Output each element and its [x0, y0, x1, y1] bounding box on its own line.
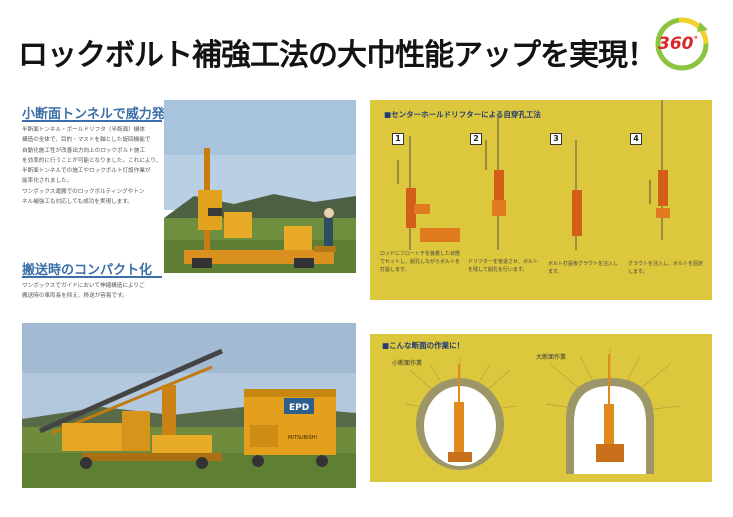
section-body-compact: ワンボックスでガイドにおいて伸縮構造によりご 搬送時の車両長を抑え、移送が容易で…: [22, 281, 162, 302]
body-line: ネル補強工も対応しても成功を実現します。: [22, 199, 133, 206]
step-number-4: 4: [630, 133, 642, 145]
section-body-small-tunnel: 半断面トンネル・ボールドリフタ（半断面）機体 構造の全体で、目的・マストを軸とし…: [22, 125, 162, 207]
photo-drill-rig-field: [164, 100, 356, 273]
rotation-360-logo: 360°: [652, 14, 712, 74]
panel-title: ■センターホールドリフターによる自穿孔工法: [384, 110, 541, 119]
panel-self-drilling-method: ■センターホールドリフターによる自穿孔工法 1 2 3 4 ロッドにフロートチを…: [370, 100, 712, 300]
generator-panel-label: EPD: [289, 403, 309, 413]
label-large-section: 大断面作業: [536, 354, 567, 361]
step-number-3: 3: [550, 133, 562, 145]
section-heading-small-tunnel: 小断面トンネルで威力発揮: [22, 107, 178, 122]
step-4-note: グラウトを注入し、ボルトを固定します。: [628, 261, 704, 275]
step-1-note: ロッドにフロートチを装着した状態でセットし、削孔しながらボルトを打設します。: [380, 251, 461, 273]
step-3-note: ボルト打設後グラウトを注入します。: [548, 261, 619, 275]
body-line: 自動化施工性が改善出力向上のロックボルト施工: [22, 147, 146, 154]
tunnel-section-diagrams: [405, 348, 681, 474]
section-heading-compact: 搬送時のコンパクト化: [22, 263, 153, 278]
logo-number: 360: [658, 34, 694, 54]
generator-brand-label: MITSUBISHI: [288, 435, 317, 441]
step-diagrams: [397, 100, 670, 250]
body-line: ワンボックス運搬でのロックボルティングやトン: [22, 188, 145, 195]
logo-degree: °: [693, 35, 699, 46]
body-line: 半断面トンネル・ボールドリフタ（半断面）機体: [22, 127, 145, 133]
body-line: を効率的に行うことが可能となりました。これにより、: [22, 157, 162, 164]
body-line: 半断面トンネルでの施工やロックボルト打設作業が: [22, 168, 151, 175]
label-small-section: 小断面作業: [392, 360, 423, 367]
body-line: 能率化されました。: [22, 178, 73, 185]
panel-title: ■こんな断面の作業に！: [382, 341, 465, 350]
step-number-2: 2: [470, 133, 482, 145]
section-underline: [22, 276, 162, 278]
body-line: 構造の全体で、目的・マストを軸とした旋回機能で: [22, 137, 151, 144]
section-underline: [22, 120, 162, 122]
panel-section-work: ■こんな断面の作業に！ 小断面作業 大断面作業: [370, 334, 712, 482]
body-line: 搬送時の車両長を抑え、移送が容易です。: [22, 293, 128, 300]
step-2-note: ドリフターを後退させ、ボルトを残して削孔を行います。: [468, 259, 539, 273]
body-line: ワンボックスでガイドにおいて伸縮構造によりご: [22, 283, 145, 289]
page-title: ロックボルト補強工法の大巾性能アップを実現！: [18, 38, 657, 73]
photo-drill-rig-generator: EPD MITSUBISHI: [22, 323, 356, 488]
step-number-1: 1: [392, 133, 404, 145]
